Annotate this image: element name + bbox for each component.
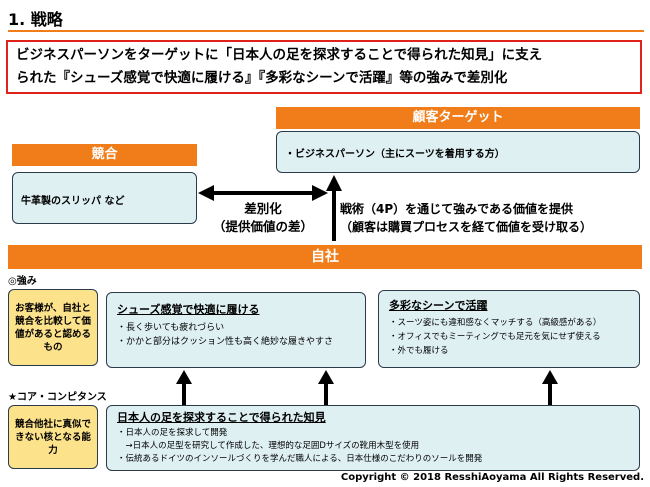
up-arrow-icon: [318, 370, 334, 406]
headline-line-2: られた『シューズ感覚で快適に履ける』『多彩なシーンで活躍』等の強みで差別化: [16, 70, 508, 86]
differentiation-line-1: 差別化: [244, 201, 282, 216]
up-arrow-icon: [326, 175, 342, 241]
core-label: ★コア・コンピタンス: [8, 392, 107, 403]
competition-text: 牛革製のスリッパ など: [21, 196, 125, 207]
core-item: →日本人の足型を研究して作成した、理想的な足囲Dサイズの靴用木型を使用: [117, 441, 420, 451]
strength-scenes-item: ・外でも履ける: [389, 346, 449, 356]
strength-box-comfort: シューズ感覚で快適に履ける ・長く歩いても疲れづらい ・かかと部分はクッション性…: [106, 292, 366, 368]
strength-scenes-item: ・オフィスでもミーティングでも足元を気にせず使える: [389, 332, 601, 342]
target-header: 顧客ターゲット: [276, 107, 640, 129]
company-header: 自社: [8, 245, 642, 269]
core-box: 日本人の足を探求することで得られた知見 ・日本人の足を探求して開発 →日本人の足…: [106, 405, 640, 471]
double-arrow-icon: [198, 185, 328, 201]
copyright: Copyright © 2018 ResshiAoyama All Rights…: [340, 472, 644, 483]
strength-comfort-title: シューズ感覚で快適に履ける: [117, 303, 260, 316]
up-arrow-icon: [176, 370, 192, 406]
target-box: ・ビジネスパーソン（主にスーツを着用する方）: [276, 131, 640, 173]
value-delivery-line-1: 戦術（4P）を通じて強みである価値を提供: [340, 202, 574, 216]
competition-box: 牛革製のスリッパ など: [12, 172, 197, 224]
headline-line-1: ビジネスパーソンをターゲットに「日本人の足を探求することで得られた知見」に支え: [16, 47, 543, 63]
value-delivery-label: 戦術（4P）を通じて強みである価値を提供 （顧客は購買プロセスを経て価値を受け取…: [340, 200, 645, 236]
page-title: 1. 戦略: [8, 10, 63, 29]
target-text: ・ビジネスパーソン（主にスーツを着用する方）: [285, 149, 505, 160]
strength-comfort-item: ・長く歩いても疲れづらい: [117, 323, 225, 333]
differentiation-label: 差別化 （提供価値の差）: [198, 200, 328, 236]
strength-scenes-title: 多彩なシーンで活躍: [389, 299, 488, 312]
strength-comfort-item: ・かかと部分はクッション性も高く絶妙な履きやすさ: [117, 337, 334, 347]
differentiation-line-2: （提供価値の差）: [212, 219, 313, 234]
strength-box-scenes: 多彩なシーンで活躍 ・スーツ姿にも違和感なくマッチする（高級感がある） ・オフィ…: [378, 290, 640, 368]
core-title: 日本人の足を探求することで得られた知見: [117, 411, 326, 424]
headline-box: ビジネスパーソンをターゲットに「日本人の足を探求することで得られた知見」に支え …: [6, 40, 642, 94]
strengths-note: お客様が、自社と競合を比較して価値があると認めるもの: [8, 289, 98, 366]
value-delivery-line-2: （顧客は購買プロセスを経て価値を受け取る）: [340, 220, 593, 234]
core-item: ・伝統あるドイツのインソールづくりを学んだ職人による、日本仕様のこだわりのソール…: [117, 454, 483, 464]
strengths-note-text: お客様が、自社と競合を比較して価値があると認めるもの: [14, 302, 91, 353]
up-arrow-icon: [542, 370, 558, 406]
strengths-label: ◎強み: [8, 276, 37, 287]
core-note-text: 競合他社に真似できない核となる能力: [14, 418, 91, 456]
title-underline: [8, 30, 644, 32]
core-item: ・日本人の足を探求して開発: [117, 428, 228, 438]
core-note: 競合他社に真似できない核となる能力: [8, 405, 98, 469]
strength-scenes-item: ・スーツ姿にも違和感なくマッチする（高級感がある）: [389, 318, 602, 328]
competition-header: 競合: [12, 144, 197, 166]
